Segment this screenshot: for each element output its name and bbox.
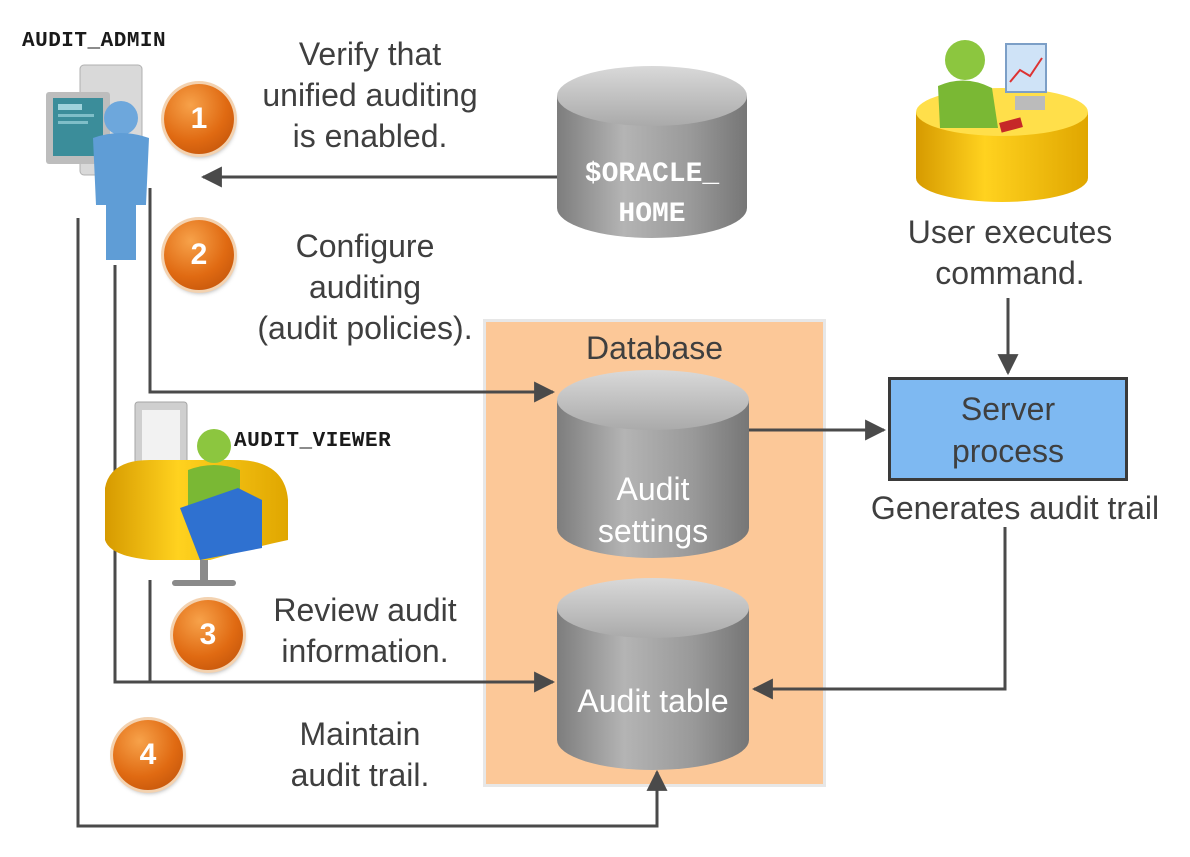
audit-admin-label: AUDIT_ADMIN	[22, 30, 167, 53]
audit-table-label: Audit table	[577, 683, 729, 719]
arrow-maintain-audit-trail	[76, 218, 668, 828]
step-4-text: Maintain audit trail.	[290, 716, 430, 793]
step-2-badge: 2	[164, 220, 234, 290]
audit-settings-label: Audit settings	[597, 471, 709, 549]
audit-table-cylinder	[557, 578, 749, 770]
arrow-admin-to-settings	[148, 188, 556, 403]
arrow-admin-to-audit-table	[113, 265, 556, 693]
step-3-badge: 3	[173, 600, 243, 670]
step-4-badge: 4	[113, 720, 183, 790]
server-process-box	[888, 377, 1128, 481]
server-process-label: Server process	[951, 391, 1065, 469]
step-3-text: Review audit information.	[273, 592, 457, 669]
step-1-badge: 1	[164, 84, 234, 154]
database-title: Database	[586, 330, 723, 366]
user-caption: User executes command.	[907, 214, 1113, 291]
step-1-text: Verify that unified auditing is enabled.	[262, 36, 478, 154]
person-at-desk-icon	[105, 401, 288, 586]
oracle-home-label: $ORACLE_ HOME	[584, 159, 720, 230]
step-2-text: Configure auditing (audit policies).	[257, 228, 473, 346]
arrow-server-to-audit-table	[751, 527, 1007, 700]
person-at-computer-icon	[46, 64, 149, 260]
user-at-workstation-icon	[916, 40, 1088, 202]
server-process-caption: Generates audit trail	[870, 490, 1160, 526]
audit-settings-cylinder	[557, 370, 749, 558]
oracle-home-cylinder	[557, 66, 747, 238]
audit-viewer-label: AUDIT_VIEWER	[234, 430, 392, 453]
